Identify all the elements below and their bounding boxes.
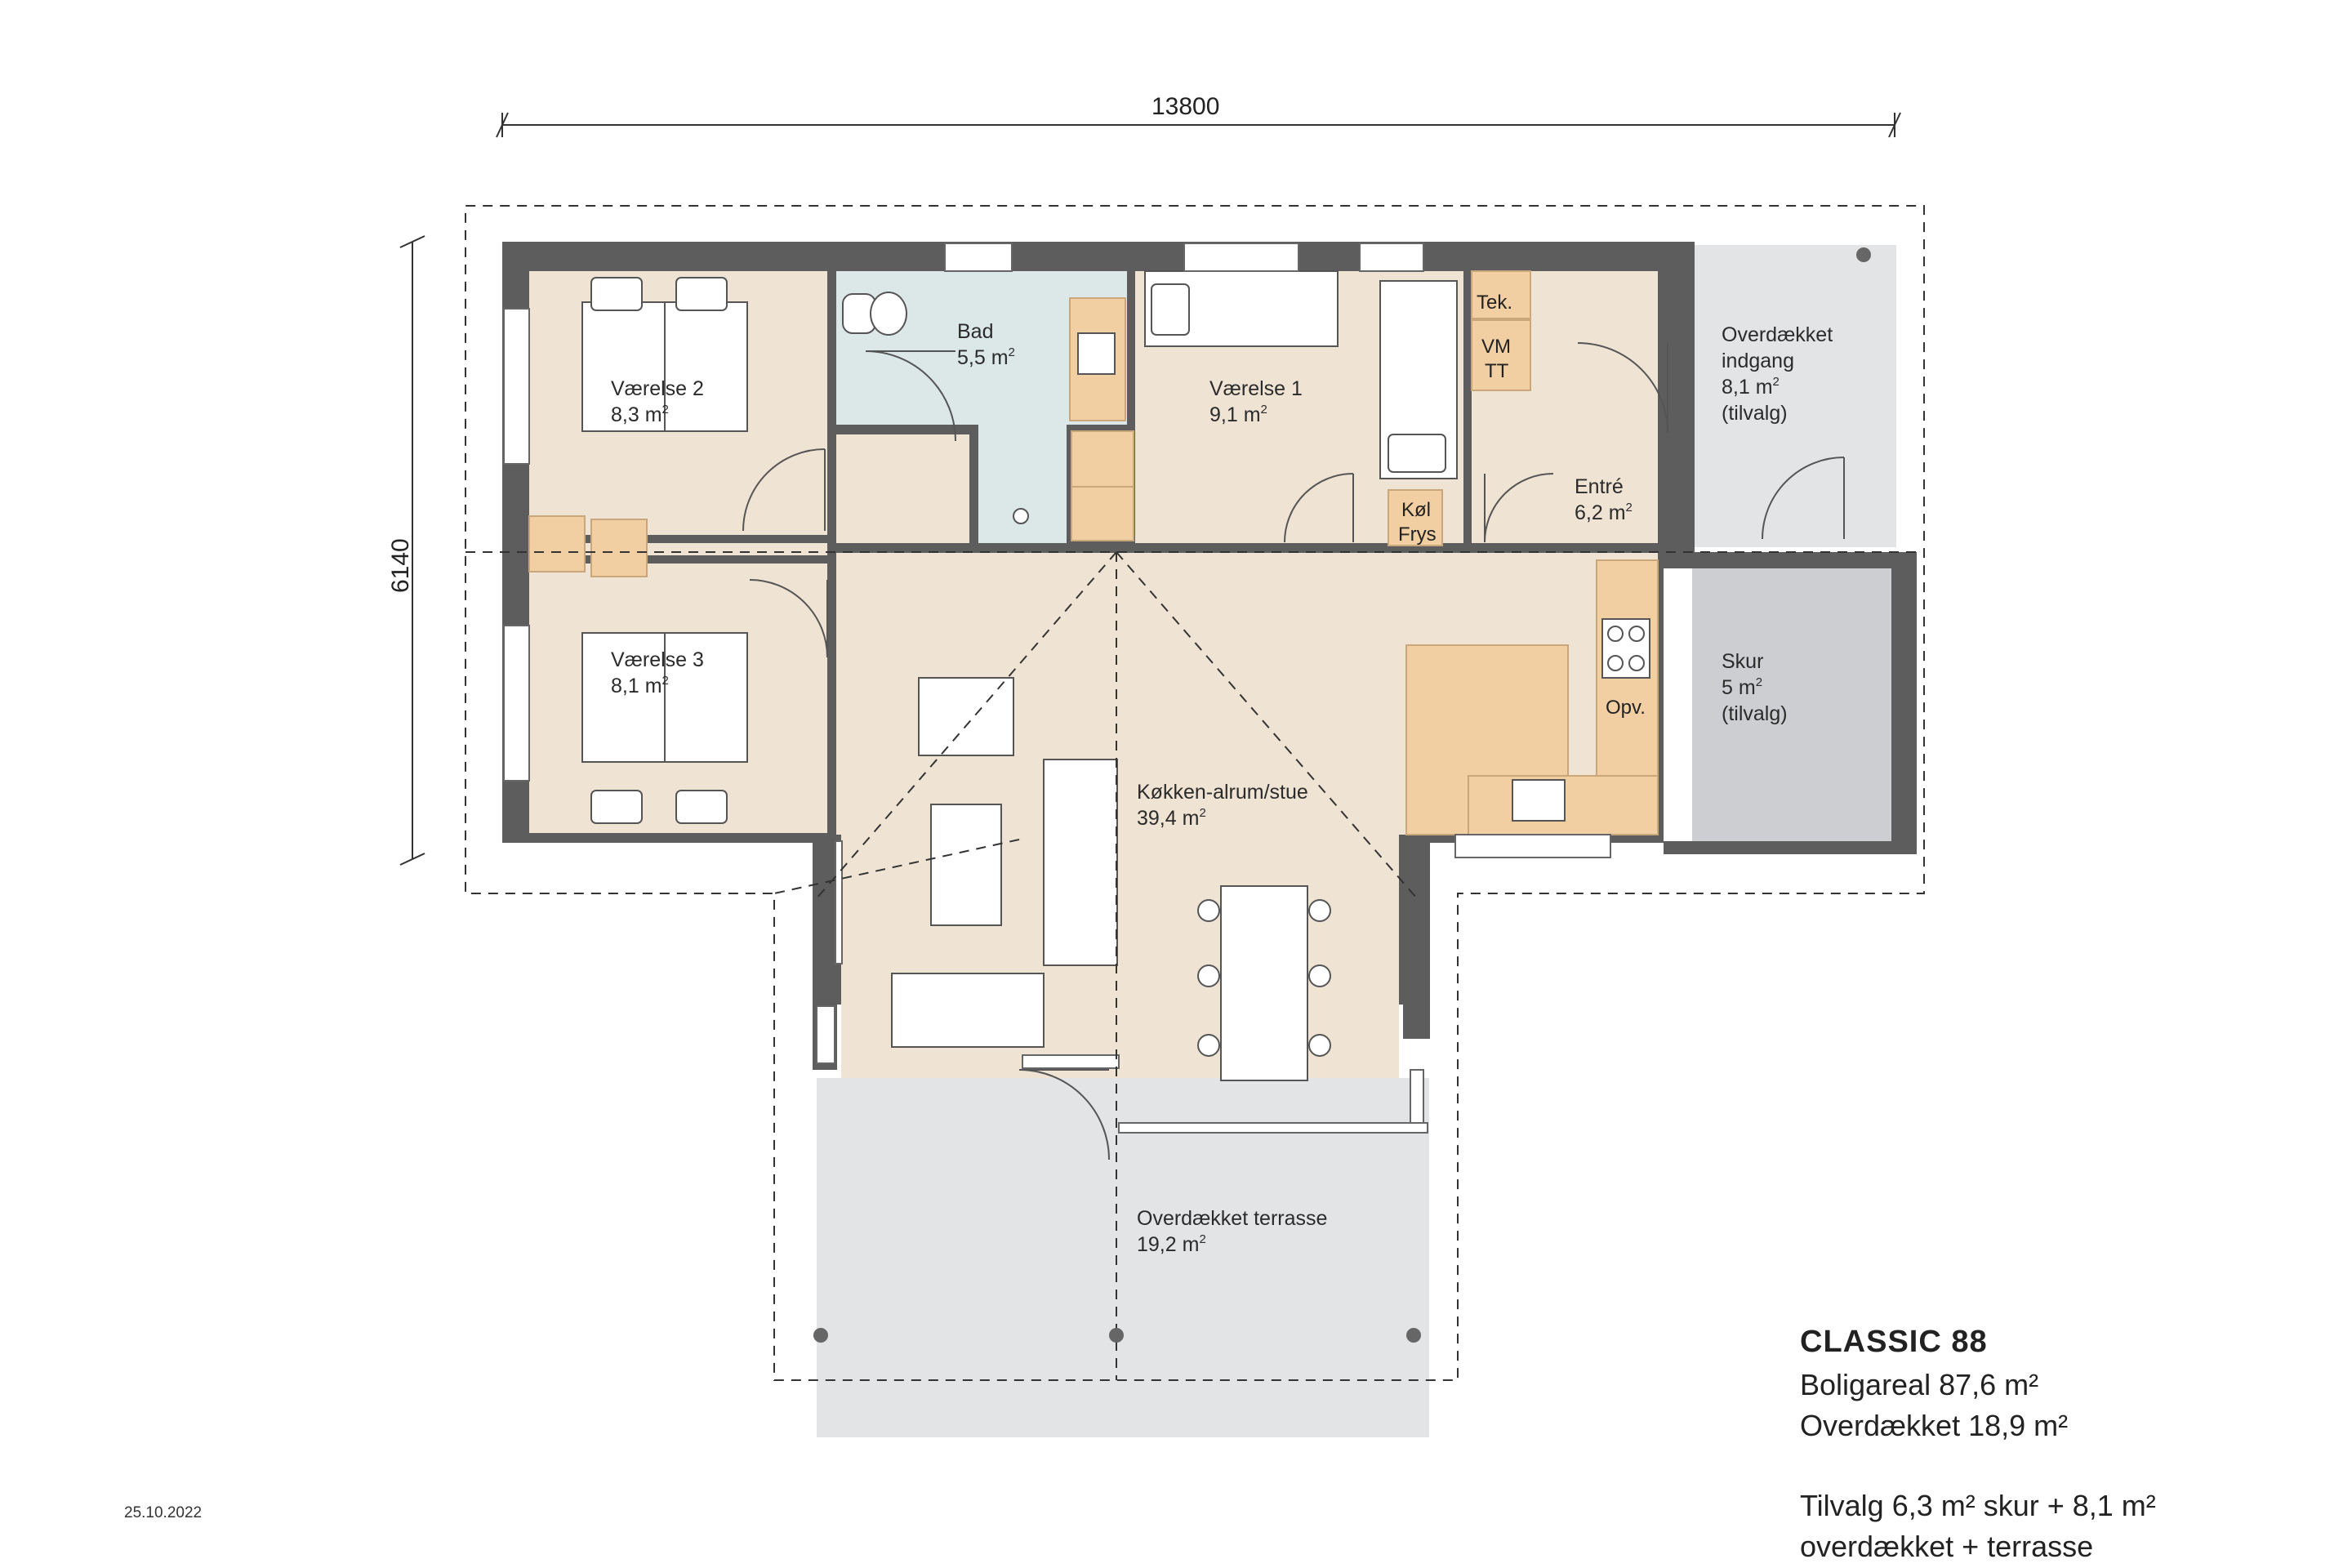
sofa-right — [1043, 759, 1118, 966]
shed-floor — [1692, 564, 1896, 841]
dimension-width-label: 13800 — [1152, 93, 1219, 120]
shower-drain — [1013, 508, 1029, 524]
sofa-bottom — [891, 973, 1045, 1048]
fixture-labels: Tek. VM TT Køl Frys Opv. — [1398, 292, 1646, 719]
fixture-tek: Tek. — [1477, 292, 1512, 314]
covered-entrance-floor — [1692, 245, 1896, 547]
dining-table — [1220, 885, 1308, 1081]
label-bad-area: 5,5 m2 — [957, 345, 1015, 369]
label-koekken-name: Køkken-alrum/stue — [1137, 781, 1308, 804]
cooktop — [1601, 618, 1650, 679]
label-entre-area: 6,2 m2 — [1575, 501, 1633, 524]
label-indgang-name-2: indgang — [1722, 350, 1794, 372]
label-terrasse-area: 19,2 m2 — [1137, 1232, 1206, 1256]
roof-outline — [465, 205, 1925, 1381]
label-vaerelse-3-name: Værelse 3 — [611, 648, 704, 671]
label-vaerelse-2-name: Værelse 2 — [611, 377, 704, 400]
dimension-depth-label: 6140 — [387, 538, 414, 593]
label-entre-name: Entré — [1575, 475, 1624, 498]
dimension-depth — [399, 235, 425, 866]
furniture — [581, 270, 1650, 1081]
cabinets — [528, 270, 1659, 835]
house-info: CLASSIC 88 Boligareal 87,6 m² Overdækket… — [1800, 1325, 2323, 1567]
label-indgang-area: 8,1 m2 — [1722, 375, 1780, 399]
kitchen-sink — [1512, 779, 1566, 822]
partitions — [529, 271, 1658, 835]
columns — [813, 247, 1871, 1343]
terrace-floor — [817, 1078, 1429, 1437]
fixture-opv: Opv. — [1606, 697, 1646, 719]
dimension-width — [496, 112, 1901, 138]
label-skur-name: Skur — [1722, 650, 1763, 673]
info-tilvalg: Tilvalg 6,3 m² skur + 8,1 m² — [1800, 1489, 2156, 1522]
fixture-kol: Køl — [1401, 499, 1431, 521]
house-title: CLASSIC 88 — [1800, 1325, 1988, 1359]
label-vaerelse-1-area: 9,1 m2 — [1209, 403, 1267, 426]
armchair — [918, 677, 1014, 756]
bath-sink — [1077, 332, 1116, 375]
fixture-tt: TT — [1485, 360, 1509, 382]
label-vaerelse-1-name: Værelse 1 — [1209, 377, 1303, 400]
room-labels: Værelse 2 8,3 m2 Bad 5,5 m2 Værelse 1 9,… — [611, 320, 1833, 1256]
label-skur-area: 5 m2 — [1722, 675, 1762, 699]
plan-date: 25.10.2022 — [124, 1504, 203, 1521]
label-terrasse-name: Overdækket terrasse — [1137, 1207, 1327, 1230]
room-bad-shower — [978, 425, 1067, 543]
label-indgang-name-1: Overdækket — [1722, 323, 1833, 346]
fixture-vm: VM — [1481, 336, 1511, 358]
label-skur-note: (tilvalg) — [1722, 702, 1788, 725]
outdoor-areas — [817, 245, 1896, 1437]
coffee-table — [930, 804, 1002, 926]
info-boligareal: Boligareal 87,6 m² — [1800, 1368, 2039, 1401]
label-bad-name: Bad — [957, 320, 993, 343]
hallway-floor — [836, 433, 969, 543]
windows — [503, 243, 1611, 1134]
doors — [742, 342, 1845, 1160]
label-vaerelse-2-area: 8,3 m2 — [611, 403, 669, 426]
info-overdaekket: Overdækket 18,9 m² — [1800, 1409, 2069, 1442]
label-indgang-note: (tilvalg) — [1722, 402, 1788, 425]
label-vaerelse-3-area: 8,1 m2 — [611, 674, 669, 697]
info-tilvalg-2: overdækket + terrasse — [1800, 1530, 2094, 1563]
fixture-frys: Frys — [1398, 523, 1437, 546]
label-koekken-area: 39,4 m2 — [1137, 806, 1206, 830]
